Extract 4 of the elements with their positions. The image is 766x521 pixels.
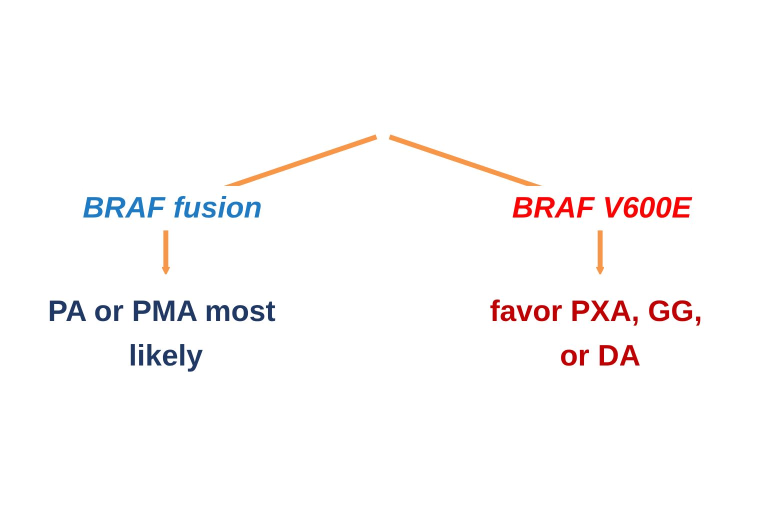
edge-label: BRAF fusion [82,192,262,224]
node-text: PA or PMA most likely [48,296,276,373]
node-text: favor PXA, GG, or DA [490,296,702,373]
edge-label: BRAF V600E [512,192,692,224]
